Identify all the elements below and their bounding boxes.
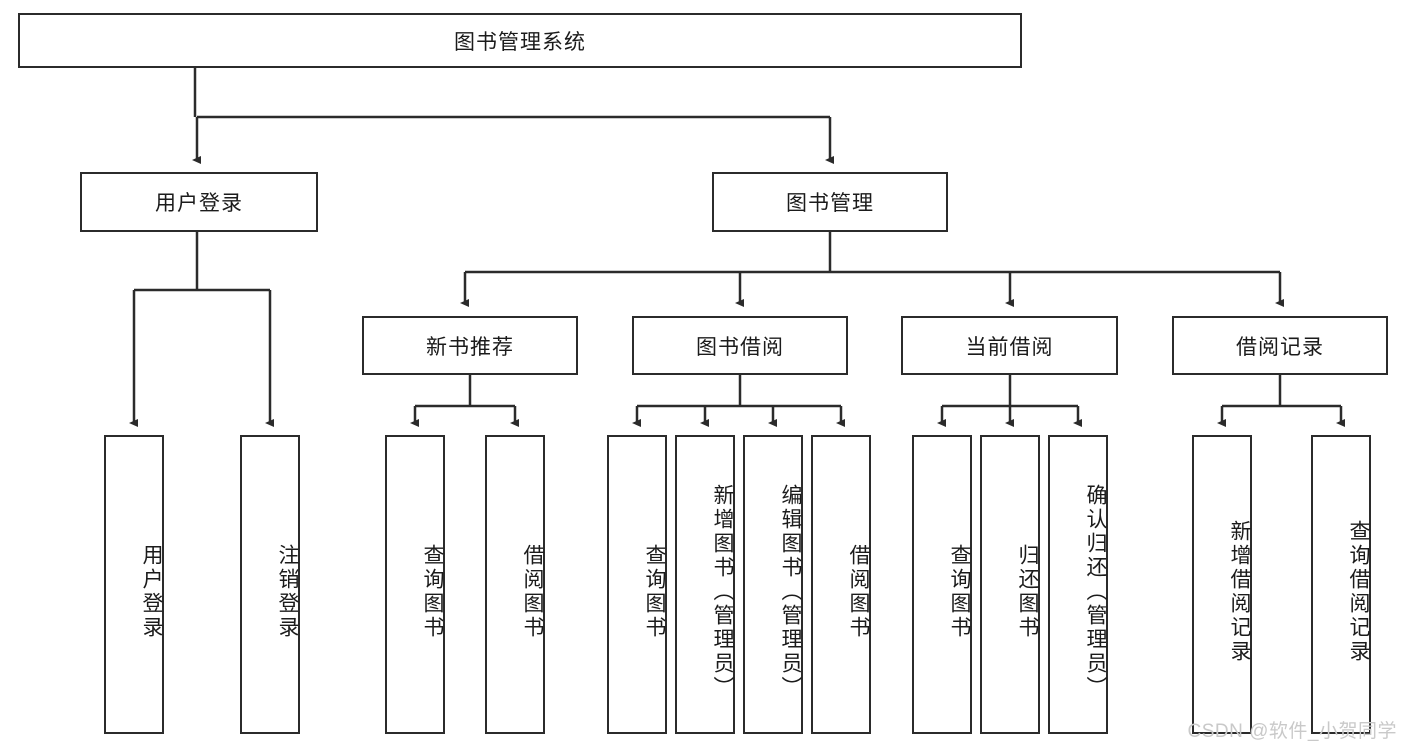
node-user-login[interactable]: 用户登录 [80, 172, 318, 232]
node-label: 查询图书 [421, 543, 444, 640]
node-label: 新增图书（管理员） [711, 483, 734, 700]
node-label: 借阅图书 [521, 543, 544, 640]
node-leaf-edit-book[interactable]: 编辑图书（管理员） [743, 435, 803, 734]
node-label: 借阅图书 [847, 543, 870, 640]
node-leaf-add-book[interactable]: 新增图书（管理员） [675, 435, 735, 734]
node-current-borrow[interactable]: 当前借阅 [901, 316, 1118, 375]
node-leaf-user-login[interactable]: 用户登录 [104, 435, 164, 734]
node-label: 图书管理系统 [454, 30, 586, 54]
node-leaf-confirm-return[interactable]: 确认归还（管理员） [1048, 435, 1108, 734]
node-label: 归还图书 [1016, 543, 1039, 640]
node-leaf-return-book[interactable]: 归还图书 [980, 435, 1040, 734]
node-leaf-borrow-book-1[interactable]: 借阅图书 [485, 435, 545, 734]
node-label: 新增借阅记录 [1228, 519, 1251, 664]
node-leaf-query-book-2[interactable]: 查询图书 [607, 435, 667, 734]
node-leaf-query-record[interactable]: 查询借阅记录 [1311, 435, 1371, 734]
node-label: 查询图书 [948, 543, 971, 640]
node-borrow-record[interactable]: 借阅记录 [1172, 316, 1388, 375]
node-leaf-query-book-3[interactable]: 查询图书 [912, 435, 972, 734]
node-leaf-query-book-1[interactable]: 查询图书 [385, 435, 445, 734]
node-book-management-system[interactable]: 图书管理系统 [18, 13, 1022, 68]
node-label: 确认归还（管理员） [1084, 483, 1107, 700]
node-label: 用户登录 [155, 192, 243, 215]
node-label: 新书推荐 [426, 335, 514, 359]
node-new-book-recommend[interactable]: 新书推荐 [362, 316, 578, 375]
node-label: 查询图书 [643, 543, 666, 640]
node-label: 当前借阅 [965, 335, 1054, 359]
node-label: 用户登录 [140, 543, 163, 640]
node-book-borrow[interactable]: 图书借阅 [632, 316, 848, 375]
csdn-watermark: CSDN @软件_小贺同学 [1187, 721, 1397, 742]
node-label: 借阅记录 [1236, 335, 1324, 359]
node-leaf-add-record[interactable]: 新增借阅记录 [1192, 435, 1252, 734]
node-label: 编辑图书（管理员） [779, 483, 802, 700]
node-label: 查询借阅记录 [1347, 519, 1370, 664]
node-label: 图书管理 [786, 192, 874, 215]
node-label: 图书借阅 [696, 335, 784, 359]
node-leaf-borrow-book-2[interactable]: 借阅图书 [811, 435, 871, 734]
node-book-management[interactable]: 图书管理 [712, 172, 948, 232]
node-label: 注销登录 [276, 543, 299, 640]
node-leaf-logout-login[interactable]: 注销登录 [240, 435, 300, 734]
